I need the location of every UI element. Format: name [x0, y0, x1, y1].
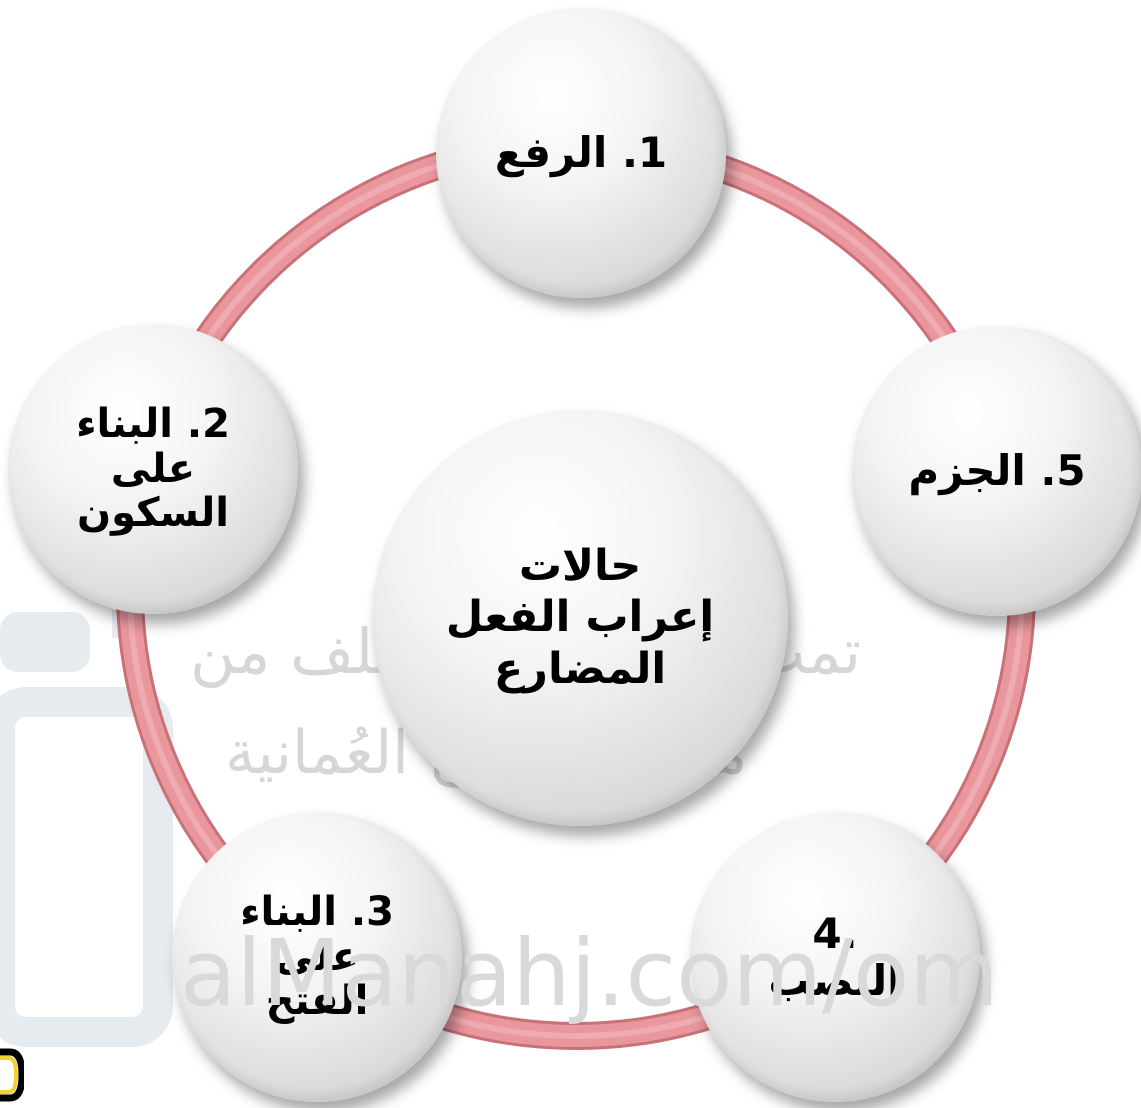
node-2-label: 2. البناء على السكون — [76, 400, 230, 537]
node-3-binaa-fath: 3. البناء على الفتح — [172, 812, 462, 1102]
node-4-nasb: 4. النصب — [690, 812, 980, 1102]
center-node-label: حالات إعراب الفعل المضارع — [445, 540, 715, 694]
node-5-label: 5. الجزم — [908, 446, 1086, 496]
node-5-jazm: 5. الجزم — [852, 326, 1141, 616]
node-4-label: 4. النصب — [768, 908, 902, 1005]
node-1-raf: 1. الرفع — [436, 8, 726, 298]
watermark-url: alManahj.com/om — [180, 920, 999, 1027]
node-2-binaa-sukoon: 2. البناء على السكون — [8, 324, 298, 614]
badge-icon — [0, 1048, 24, 1102]
node-3-label: 3. البناء على الفتح — [240, 888, 394, 1025]
node-1-label: 1. الرفع — [494, 128, 668, 178]
center-node: حالات إعراب الفعل المضارع — [372, 410, 788, 826]
